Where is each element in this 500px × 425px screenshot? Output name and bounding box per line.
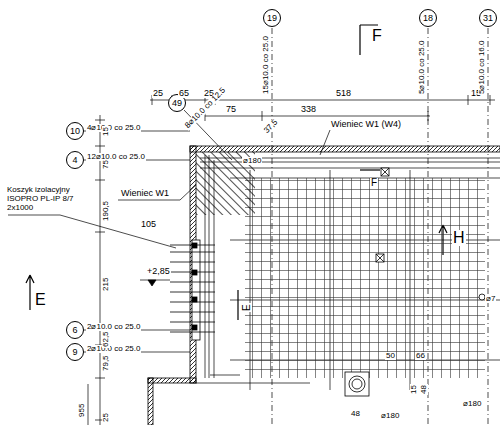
drawing-label: 25: [152, 89, 164, 98]
drawing-label: 338: [300, 105, 317, 114]
drawing-label: F: [370, 178, 378, 188]
drawing-label: ⌀180: [242, 157, 262, 165]
drawing-label: Wieniec W1 (W4): [330, 120, 402, 129]
drawing-label: 48: [350, 410, 361, 418]
drawing-label: Wieniec W1: [120, 189, 170, 198]
drawing-label: 215: [102, 277, 110, 292]
callout-circle: 4: [66, 151, 84, 169]
drawing-label: E: [242, 303, 252, 312]
drawing-label: ⌀180: [462, 400, 482, 408]
drawing-label: 75: [102, 159, 110, 170]
callout-circle: 19: [263, 9, 281, 27]
drawing-label: ⌀7: [485, 295, 496, 303]
drawing-label: 518: [335, 89, 352, 98]
drawing-label: 15: [102, 126, 110, 137]
drawing-label: H: [452, 230, 466, 246]
drawing-label: +2,85: [146, 267, 171, 276]
drawing-label: 25: [102, 412, 110, 423]
callout-circle: 9: [66, 343, 84, 361]
drawing-label: 2⌀10.0 co 25.0: [86, 345, 141, 353]
drawing-label: F: [371, 28, 383, 44]
drawing-label: 66: [415, 352, 426, 360]
drawing-label: 50: [385, 352, 396, 360]
drawing-label: 75: [225, 105, 237, 114]
callout-number: 10: [70, 127, 80, 136]
callout-number: 4: [72, 156, 77, 165]
callout-circle: 31: [479, 9, 497, 27]
drawing-label: 4⌀10.0 co 25.0: [86, 124, 141, 132]
drawing-label: 2⌀10.0 co 25.0: [86, 323, 141, 331]
drawing-label: 190,5: [102, 200, 110, 222]
drawing-label: 955: [78, 403, 86, 418]
callout-number: 31: [483, 14, 493, 23]
drawing-label: 12⌀10.0 co 25.0: [86, 153, 146, 161]
drawing-label: 15⌀10.0 co 25.0: [262, 35, 270, 95]
callout-number: 9: [72, 348, 77, 357]
drawing-label: 105: [140, 220, 157, 229]
drawing-label: 5⌀10.0 co 16.0: [478, 40, 486, 95]
callout-circle: 10: [66, 122, 84, 140]
callout-number: 49: [172, 99, 182, 108]
drawing-label: 15: [410, 384, 418, 395]
drawing-label: 5⌀10.0 co 25.0: [418, 40, 426, 95]
drawing-label: 62,5: [102, 330, 110, 348]
drawing-label: 37,5: [262, 118, 280, 136]
drawing-label: 65: [178, 89, 190, 98]
drawing-label: Koszyk izolacyjny ISOPRO PL-IP 8/7 2x100…: [6, 185, 86, 213]
drawing-label: E: [34, 292, 47, 308]
callout-number: 6: [72, 326, 77, 335]
callout-circle: 6: [66, 321, 84, 339]
callout-number: 19: [267, 14, 277, 23]
drawing-label: 79,5: [102, 354, 110, 372]
drawing-label: ⌀180: [380, 412, 400, 420]
callout-circle: 18: [419, 9, 437, 27]
drawing-label: 48: [420, 384, 428, 395]
callout-number: 18: [423, 14, 433, 23]
